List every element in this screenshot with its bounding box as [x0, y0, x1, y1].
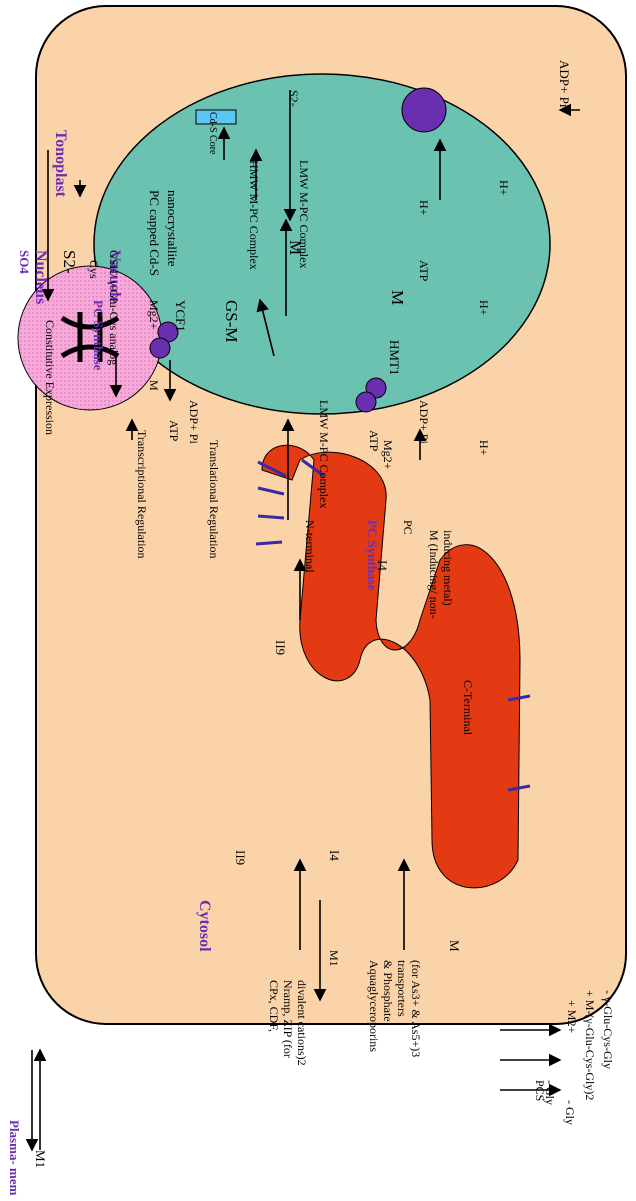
- adp-pi-left-text: ADP+ Pi: [187, 400, 201, 444]
- atp-vacuole-text: ATP: [417, 260, 431, 282]
- transporters-text-3: divalent cations)2: [295, 980, 309, 1066]
- pc-synthase-nucleus-label: PC Synthase: [91, 300, 106, 371]
- aqua-text-3: transporters: [395, 960, 409, 1017]
- m2-vacuole-text: M: [388, 290, 407, 305]
- transporters-text-1: CPx, CDF,: [267, 980, 281, 1032]
- c-terminal-text: C-Terminal: [461, 680, 475, 736]
- mg-mid-text: Mg2+: [381, 440, 395, 470]
- transporters-text-2: Nramp, ZIP (for: [281, 980, 295, 1058]
- m-bottom-text: M: [447, 940, 462, 952]
- n-terminal-text: N-terminal: [303, 520, 317, 573]
- transcriptional-text: Transcriptional Regulation: [135, 430, 149, 559]
- h-plus-3: H+: [497, 180, 511, 196]
- aqua-text-2: & Phosphate: [381, 960, 395, 1022]
- adp-pi-mid-text: ADP+ Pi: [417, 400, 431, 444]
- sub-text: - γ-Glu-Cys-Gly: [601, 990, 615, 1069]
- h-plus-1: H+: [417, 200, 431, 216]
- i4-label: I4: [375, 560, 390, 571]
- nanocrystallite-text: nanocrystallite: [165, 190, 180, 267]
- atp-left-text: ATP: [167, 420, 181, 442]
- aqua-text-4: (for As3+ & As5+)3: [409, 960, 423, 1057]
- atpase-pump: [402, 88, 446, 132]
- s2-nucleus-text: S2-: [60, 250, 79, 274]
- adp-pi-vacuole-text: ADP+ Pi: [557, 60, 572, 108]
- lmw-cytosol-text: LMW M-PC Complex: [317, 400, 331, 508]
- h-plus-4: H+: [477, 440, 491, 456]
- ii9-label: II9: [273, 640, 288, 655]
- pc-synthase-enzyme-label: PC Synthase: [365, 520, 380, 591]
- mg-left-text: Mg2+: [147, 300, 161, 330]
- atp-mid-text: ATP: [367, 430, 381, 452]
- m-inducing-text-2: inducing metal): [441, 530, 455, 606]
- hmt1-text: HMT1: [387, 340, 402, 375]
- cys-text: Cys: [87, 260, 101, 279]
- translational-text: Translational Regulation: [207, 440, 221, 559]
- m1-outside-text: M1: [33, 1150, 48, 1168]
- ii9b-label: II9: [233, 850, 248, 865]
- aqua-text-1: Aquaglyceroporins: [367, 960, 381, 1052]
- so4-text: SO4: [17, 250, 32, 274]
- h-plus-2: H+: [477, 300, 491, 316]
- tonoplast-label: Tonoplast: [52, 130, 69, 198]
- pc-text: PC: [401, 520, 415, 535]
- cds-core-text: Cd-S Core: [207, 112, 218, 155]
- hmw-text: HMW M-PC Complex: [247, 160, 261, 270]
- gsm-text: GS-M: [222, 300, 241, 343]
- m1-text: M1: [327, 950, 341, 967]
- m-small-text: M: [147, 380, 161, 391]
- gsh-text: GSH/ γ-Glu-Cys analog: [107, 250, 121, 365]
- nucleus-label: Nucleus: [32, 250, 49, 304]
- i4b-label: I4: [327, 850, 342, 861]
- m-vacuole-text: M: [286, 240, 305, 255]
- s2-vacuole-text: S2-: [287, 90, 301, 107]
- pc-capped-text: PC capped Cd-S: [147, 190, 162, 276]
- m-inducing-text: M (Inducing/ non-: [427, 530, 441, 619]
- ycf1-text: YCF1: [173, 300, 188, 332]
- minus-gly-2-text: - Gly: [563, 1100, 577, 1125]
- constitutive-text: Constitutive Expression: [43, 320, 57, 435]
- product-text: + M-(γ-Glu-Cys-Gly)2: [583, 990, 597, 1100]
- plus-m-text: + M2+: [565, 1000, 579, 1033]
- cytosol-label: Cytosol: [196, 900, 213, 952]
- plasma-membrane-label: Plasma- membrane: [7, 1120, 22, 1196]
- minus-gly-1-text: - Gly: [543, 1080, 557, 1105]
